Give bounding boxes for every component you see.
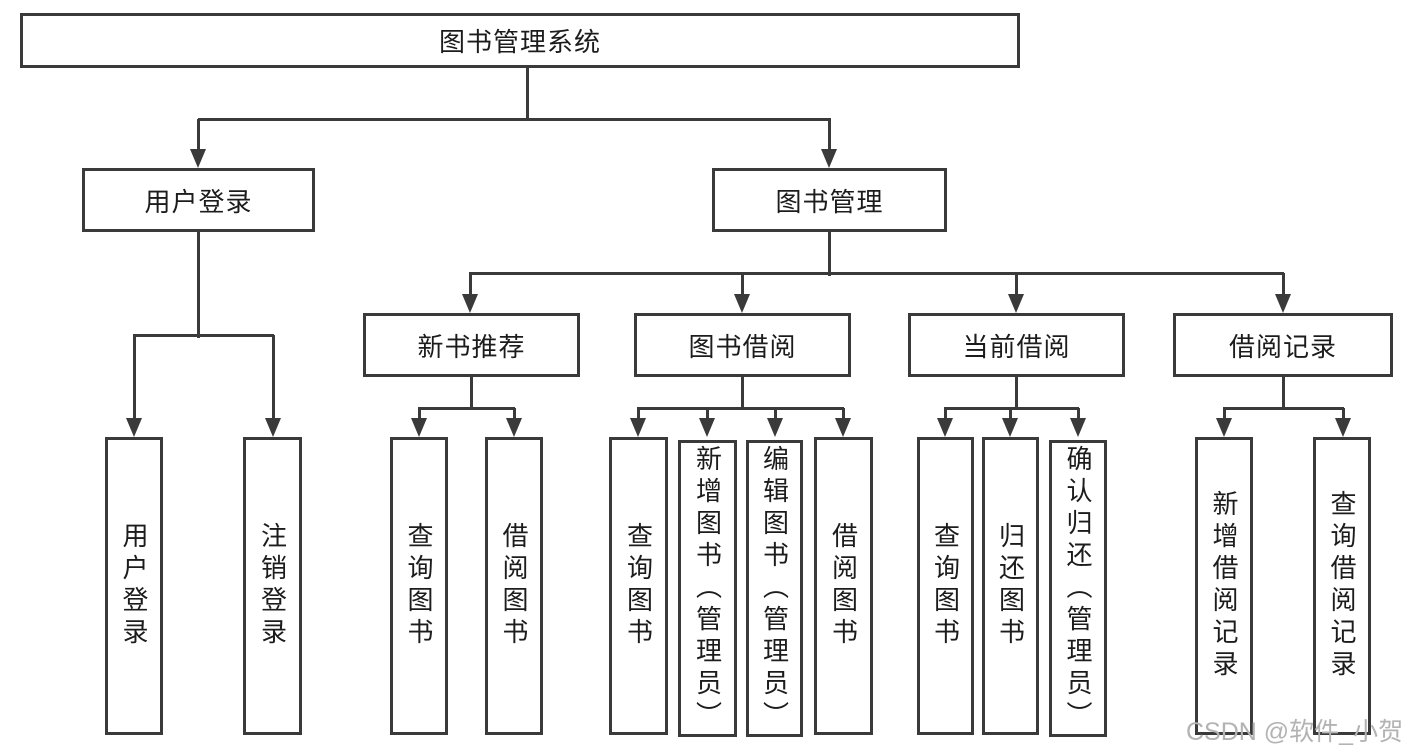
edge-line xyxy=(1009,408,1012,420)
edge-line xyxy=(469,273,472,296)
edge-line xyxy=(637,407,844,410)
node-label: 查询图书 xyxy=(930,522,961,650)
edge-line xyxy=(272,335,275,420)
edge-line xyxy=(133,334,274,337)
node-leaf-borrow-books-recommend: 借阅图书 xyxy=(485,437,543,735)
node-label: 图书管理 xyxy=(775,186,884,217)
node-label: 借阅图书 xyxy=(828,522,859,650)
node-label: 当前借阅 xyxy=(962,331,1071,362)
edge-line xyxy=(1223,407,1344,410)
node-leaf-query-books-borrow: 查询图书 xyxy=(609,437,668,735)
node-leaf-edit-books-admin: 编辑图书（管理员） xyxy=(746,440,803,737)
edge-line xyxy=(944,407,1079,410)
edge-line xyxy=(526,67,529,121)
node-leaf-add-books-admin: 新增图书（管理员） xyxy=(678,440,737,737)
node-label: 新增图书（管理员） xyxy=(692,444,723,733)
node-label: 图书借阅 xyxy=(688,331,797,362)
watermark-text: CSDN @软件_小贺同学 xyxy=(1186,718,1405,746)
arrowhead-icon xyxy=(1216,418,1232,437)
edge-line xyxy=(828,119,831,151)
edge-line xyxy=(706,408,709,420)
arrowhead-icon xyxy=(1275,294,1291,313)
node-label: 借阅图书 xyxy=(499,522,529,650)
arrowhead-icon xyxy=(1070,418,1086,437)
node-leaf-logout: 注销登录 xyxy=(243,437,302,735)
node-leaf-query-books-current: 查询图书 xyxy=(917,437,974,735)
edge-line xyxy=(418,408,421,420)
edge-line xyxy=(469,272,1284,275)
node-leaf-confirm-return-admin: 确认归还（管理员） xyxy=(1049,440,1107,737)
node-leaf-query-borrow-record: 查询借阅记录 xyxy=(1313,437,1371,735)
node-leaf-query-books-recommend: 查询图书 xyxy=(390,437,448,735)
edge-line xyxy=(1223,408,1226,420)
arrowhead-icon xyxy=(126,418,142,437)
edge-line xyxy=(828,232,831,276)
edge-line xyxy=(470,377,473,410)
edge-line xyxy=(197,119,200,151)
node-label: 用户登录 xyxy=(119,522,149,650)
node-label: 归还图书 xyxy=(995,522,1026,650)
edge-line xyxy=(133,335,136,420)
node-current-borrow: 当前借阅 xyxy=(908,313,1125,377)
edge-line xyxy=(944,408,947,420)
edge-line xyxy=(198,118,831,121)
arrowhead-icon xyxy=(937,418,953,437)
node-leaf-borrow-books: 借阅图书 xyxy=(814,437,873,735)
node-leaf-add-borrow-record: 新增借阅记录 xyxy=(1195,437,1253,735)
edge-line xyxy=(513,408,516,420)
node-label: 新书推荐 xyxy=(417,331,526,362)
node-label: 新增借阅记录 xyxy=(1209,490,1239,682)
node-label: 注销登录 xyxy=(257,522,288,650)
edge-line xyxy=(637,408,640,420)
node-label: 用户登录 xyxy=(144,186,253,217)
node-new-book-recommend: 新书推荐 xyxy=(363,313,580,377)
edge-line xyxy=(774,408,777,420)
edge-line xyxy=(842,408,845,420)
node-borrow-record: 借阅记录 xyxy=(1173,313,1393,377)
node-library-system: 图书管理系统 xyxy=(20,13,1020,68)
arrowhead-icon xyxy=(767,418,783,437)
node-label: 图书管理系统 xyxy=(438,27,601,57)
edge-line xyxy=(197,232,200,338)
arrowhead-icon xyxy=(1335,418,1351,437)
edge-line xyxy=(418,407,515,410)
edge-line xyxy=(1342,408,1345,420)
node-leaf-user-login: 用户登录 xyxy=(105,437,163,735)
node-label: 查询图书 xyxy=(623,522,654,650)
arrowhead-icon xyxy=(1008,294,1024,313)
arrowhead-icon xyxy=(835,418,851,437)
node-book-borrow: 图书借阅 xyxy=(634,313,851,377)
arrowhead-icon xyxy=(265,418,281,437)
edge-line xyxy=(1282,377,1285,410)
node-label: 查询图书 xyxy=(404,522,434,650)
arrowhead-icon xyxy=(734,294,750,313)
edge-line xyxy=(741,377,744,410)
arrowhead-icon xyxy=(630,418,646,437)
node-label: 借阅记录 xyxy=(1228,331,1337,362)
node-leaf-return-books: 归还图书 xyxy=(982,437,1039,735)
arrowhead-icon xyxy=(699,418,715,437)
arrowhead-icon xyxy=(411,418,427,437)
node-user-login: 用户登录 xyxy=(82,168,315,232)
edge-line xyxy=(1015,377,1018,410)
node-label: 确认归还（管理员） xyxy=(1063,444,1093,733)
edge-line xyxy=(741,273,744,296)
node-book-management: 图书管理 xyxy=(712,168,947,232)
arrowhead-icon xyxy=(506,418,522,437)
edge-line xyxy=(1077,408,1080,420)
edge-line xyxy=(1282,273,1285,296)
edge-line xyxy=(1015,273,1018,296)
arrowhead-icon xyxy=(462,294,478,313)
node-label: 编辑图书（管理员） xyxy=(759,444,790,733)
arrowhead-icon xyxy=(190,149,206,168)
arrowhead-icon xyxy=(821,149,837,168)
node-label: 查询借阅记录 xyxy=(1327,490,1357,682)
arrowhead-icon xyxy=(1002,418,1018,437)
